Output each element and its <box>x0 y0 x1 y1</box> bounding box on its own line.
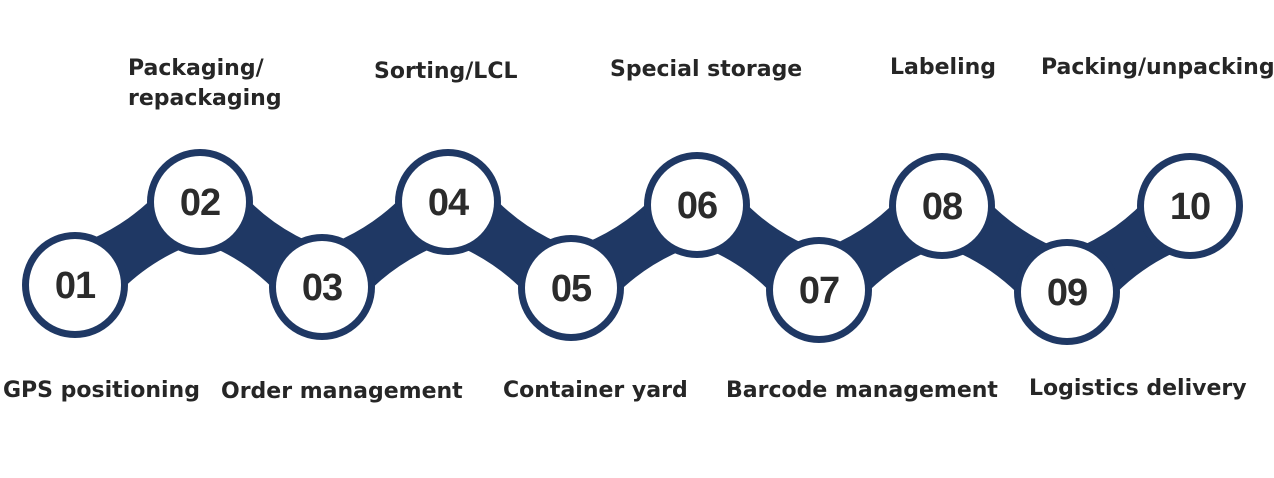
step-number-09: 09 <box>1047 272 1087 314</box>
step-circle-05 <box>525 242 617 334</box>
step-number-07: 07 <box>799 270 839 312</box>
step-09-label: Logistics delivery <box>1029 376 1247 401</box>
step-number-04: 04 <box>428 182 469 224</box>
step-06-label: Special storage <box>610 57 803 82</box>
step-circle-08 <box>896 160 988 252</box>
step-04-label: Sorting/LCL <box>374 59 518 84</box>
step-circle-10 <box>1144 160 1236 252</box>
step-circle-01 <box>29 239 121 331</box>
step-02-label: Packaging/ repackaging <box>128 56 282 111</box>
step-number-06: 06 <box>677 185 717 227</box>
step-node-08: 08 <box>889 153 995 259</box>
step-node-01: 01 <box>22 232 128 338</box>
step-number-02: 02 <box>180 182 220 224</box>
step-node-07: 07 <box>766 237 872 343</box>
step-node-03: 03 <box>269 234 375 340</box>
step-03-label: Order management <box>221 379 463 404</box>
step-node-02: 02 <box>147 149 253 255</box>
step-number-03: 03 <box>302 267 342 309</box>
step-circle-06 <box>651 159 743 251</box>
step-number-08: 08 <box>922 186 962 228</box>
step-circle-04 <box>402 156 494 248</box>
step-node-09: 09 <box>1014 239 1120 345</box>
step-01-label: GPS positioning <box>3 378 200 403</box>
step-node-10: 10 <box>1137 153 1243 259</box>
step-number-01: 01 <box>55 265 96 307</box>
step-05-label: Container yard <box>503 378 688 403</box>
step-circle-07 <box>773 244 865 336</box>
step-number-10: 10 <box>1170 186 1210 228</box>
step-circle-09 <box>1021 246 1113 338</box>
step-08-label: Labeling <box>890 55 997 80</box>
step-circle-03 <box>276 241 368 333</box>
step-node-04: 04 <box>395 149 501 255</box>
step-07-label: Barcode management <box>726 378 998 403</box>
step-node-05: 05 <box>518 235 624 341</box>
step-number-05: 05 <box>551 268 592 310</box>
step-circle-02 <box>154 156 246 248</box>
step-node-06: 06 <box>644 152 750 258</box>
step-10-label: Packing/unpacking <box>1041 55 1274 80</box>
